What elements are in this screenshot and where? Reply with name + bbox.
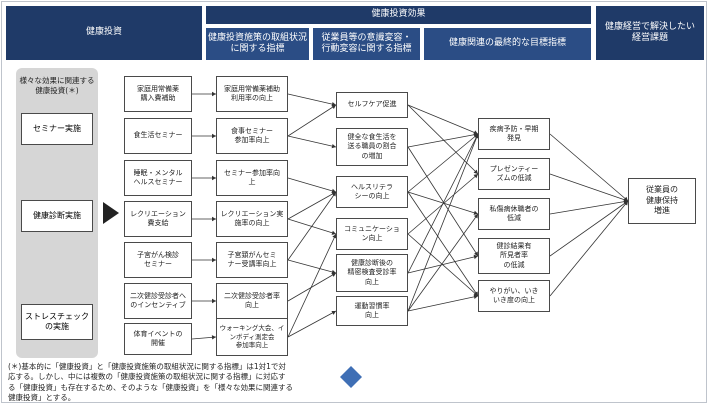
col2-box: 子宮頚がんセミ ナー受講率向上 [216, 242, 288, 278]
arrowhead [331, 230, 336, 235]
footnote: (＊)基本的に「健康投資」と「健康投資施策の取組状況に関する指標」は1対1で対 … [8, 362, 293, 403]
arrowhead [331, 310, 336, 315]
col3-box: コミュニケーショ ン向上 [336, 218, 408, 250]
connector-line [407, 133, 479, 312]
connector-line [287, 177, 337, 193]
connector-line [407, 255, 479, 274]
arrowhead [212, 175, 216, 181]
header-sub-mokuhyo: 健康関連の最終的な目標指標 [424, 28, 591, 60]
header-kenko-toshi: 健康投資 [6, 6, 202, 60]
col2-box: 食事セミナー 参加率向上 [216, 118, 288, 154]
arrowhead [473, 174, 478, 179]
col2-box: 家庭用常備薬補助 利用率の向上 [216, 76, 288, 112]
connector-line [287, 310, 337, 338]
connector-line [287, 135, 337, 148]
various-effects-label: 様々な効果に関連する 健康投資(＊) [19, 76, 95, 95]
arrowhead [331, 105, 336, 110]
arrowhead [473, 251, 478, 256]
arrowhead [473, 254, 478, 260]
col1-box: 子宮がん検診 セミナー [124, 242, 192, 278]
header-kouka: 健康投資効果 [206, 6, 591, 24]
col4-box: やりがい、いき いき度の向上 [478, 280, 550, 312]
header-sub-torikumi: 健康投資施策の取組状況 に関する指標 [206, 28, 309, 60]
connector-line [407, 295, 479, 312]
arrowhead [212, 133, 216, 139]
col1-box: 体育イベントの 開催 [124, 323, 192, 355]
connector-line [407, 133, 479, 148]
col1-box: 睡眠・メンタル ヘルスセミナー [124, 160, 192, 196]
arrowhead [331, 269, 336, 275]
connector-line [407, 133, 479, 193]
connector-line [287, 233, 337, 338]
arrowhead [211, 335, 216, 340]
arrowhead [473, 210, 478, 215]
col2-box: 二次健診受診者率 向上 [216, 283, 288, 319]
col1-box: 家庭用常備薬 購入費補助 [124, 76, 192, 112]
arrowhead [473, 294, 478, 299]
arrowhead [474, 134, 479, 139]
header-sub-kodo: 従業員等の意識変容・ 行動変容に関する指標 [313, 28, 420, 60]
col2-box: セミナー参加率向 上 [216, 160, 288, 196]
connector-line [191, 336, 217, 340]
connector-line [407, 191, 479, 297]
arrowhead [623, 201, 628, 206]
connector-line [407, 233, 479, 297]
connector-line [287, 104, 337, 137]
col1-box: 食生活セミナー [124, 118, 192, 154]
arrowhead [212, 298, 216, 304]
col3-box: セルフケア促進 [336, 92, 408, 118]
arrow-right-icon [103, 202, 119, 224]
col2-box: レクリエーション実 施率の向上 [216, 201, 288, 237]
arrowhead [331, 192, 336, 197]
kenshin-box: 健康診断実施 [21, 200, 93, 232]
connector-line [549, 200, 629, 215]
seminar-box: セミナー実施 [21, 113, 93, 145]
arrowhead [212, 91, 216, 97]
arrowhead [331, 188, 336, 193]
diamond-icon [340, 366, 362, 388]
arrowhead [331, 143, 336, 149]
col3-box: ヘルスリテラ シーの向上 [336, 176, 408, 208]
connector-line [549, 173, 629, 202]
connector-line [549, 133, 629, 202]
connector-line [287, 191, 337, 261]
col4-box: プレゼンティー ズムの低減 [478, 158, 550, 190]
connector-line [549, 200, 629, 257]
col1-box: 二次健診受診者へ のインセンティブ [124, 283, 192, 319]
col1-box: レクリエーション 費支給 [124, 201, 192, 237]
arrowhead [212, 216, 216, 222]
col4-box: 疾病予防・早期 発見 [478, 118, 550, 150]
arrowhead [473, 291, 478, 296]
connector-line [287, 191, 337, 220]
header-kadai: 健康経営で解決したい 経営課題 [596, 6, 704, 60]
col3-box: 健全な食生活を 送る職員の割合 の増加 [336, 128, 408, 166]
arrowhead [473, 214, 478, 219]
col4-box: 私傷病休職者の 低減 [478, 198, 550, 230]
connector-line [287, 259, 337, 274]
col3-box: 運動習慣率 向上 [336, 296, 408, 326]
goal-box: 従業員の 健康保持 増進 [628, 178, 696, 224]
stress-check-box: ストレスチェック の実施 [21, 304, 93, 340]
connector-line [287, 272, 337, 302]
connector-line [407, 133, 479, 274]
connector-line [287, 93, 337, 106]
arrowhead [212, 257, 216, 263]
col2-box: ウォーキング大会、イ ンボディ測定会 参加率向上 [216, 318, 288, 356]
connector-line [407, 213, 479, 312]
col4-box: 健診結果有 所見者率 の低減 [478, 238, 550, 274]
arrowhead [331, 273, 336, 277]
connector-line [407, 146, 479, 257]
connector-line [549, 200, 629, 297]
arrowhead [473, 169, 478, 174]
connector-line [407, 104, 479, 135]
col3-box: 健康診断後の 精密検査受診率 向上 [336, 254, 408, 292]
arrowhead [332, 234, 337, 239]
